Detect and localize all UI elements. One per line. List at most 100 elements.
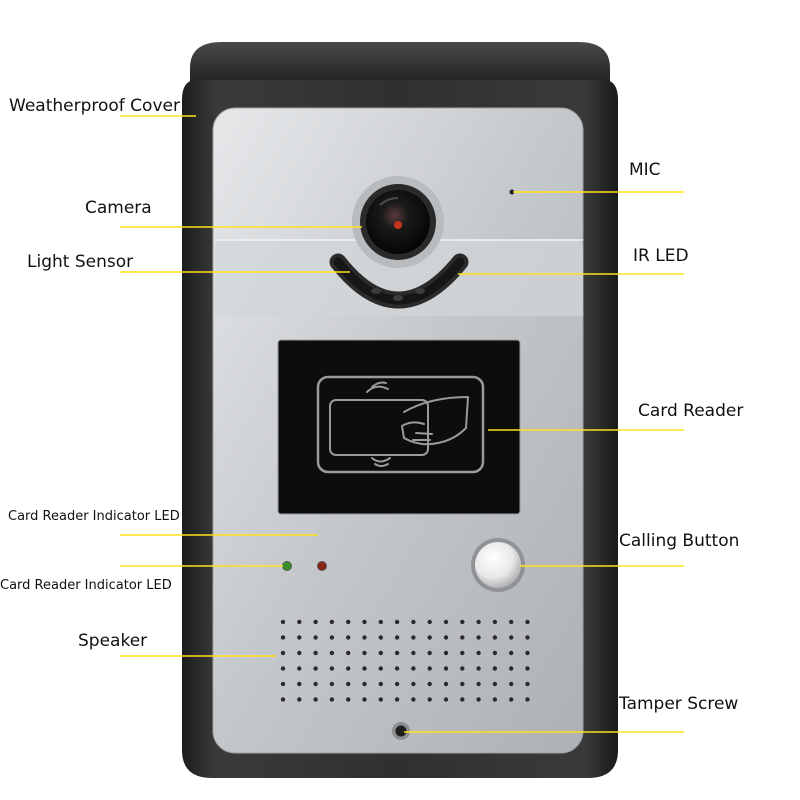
speaker-hole — [362, 681, 367, 687]
speaker-hole — [476, 650, 481, 656]
speaker-hole — [394, 635, 400, 640]
speaker-hole — [427, 650, 432, 656]
speaker-hole — [427, 635, 432, 640]
speaker-hole — [297, 666, 302, 671]
speaker-hole — [509, 635, 514, 640]
speaker-hole — [297, 635, 302, 640]
speaker-hole — [329, 650, 335, 656]
speaker-grille — [280, 619, 530, 702]
ir-led-arc — [329, 253, 469, 309]
speaker-hole — [313, 697, 318, 702]
speaker-hole — [313, 635, 318, 640]
speaker-hole — [476, 666, 481, 671]
speaker-hole — [411, 666, 416, 671]
speaker-hole — [297, 650, 302, 656]
speaker-hole — [346, 697, 351, 702]
speaker-hole — [492, 619, 498, 625]
label-card-reader-indicator-led-1: Card Reader Indicator LED — [8, 509, 180, 524]
speaker-hole — [525, 697, 530, 702]
speaker-hole — [427, 619, 432, 625]
speaker-hole — [313, 619, 318, 625]
speaker-hole — [476, 697, 481, 702]
speaker-hole — [443, 681, 449, 687]
speaker-hole — [443, 619, 449, 625]
speaker-hole — [297, 619, 302, 625]
speaker-hole — [394, 666, 400, 671]
speaker-hole — [280, 666, 286, 671]
speaker-hole — [313, 666, 318, 671]
speaker-hole — [411, 635, 416, 640]
speaker-hole — [509, 619, 514, 625]
speaker-hole — [492, 650, 498, 656]
speaker-hole — [313, 650, 318, 656]
speaker-hole — [509, 666, 514, 671]
speaker-hole — [525, 619, 530, 625]
speaker-hole — [476, 619, 481, 625]
speaker-hole — [297, 681, 302, 687]
speaker-hole — [280, 635, 286, 640]
indicator-led-red — [317, 561, 327, 571]
speaker-hole — [394, 650, 400, 656]
speaker-hole — [378, 635, 383, 640]
speaker-hole — [443, 697, 449, 702]
speaker-hole — [280, 619, 286, 625]
label-speaker: Speaker — [78, 631, 148, 651]
speaker-hole — [411, 650, 416, 656]
label-card-reader-indicator-led-2: Card Reader Indicator LED — [0, 578, 172, 593]
speaker-hole — [297, 697, 302, 702]
speaker-hole — [394, 619, 400, 625]
speaker-hole — [346, 666, 351, 671]
speaker-hole — [509, 697, 514, 702]
speaker-hole — [394, 681, 400, 687]
speaker-hole — [460, 650, 465, 656]
mic-hole — [509, 189, 515, 195]
indicator-led-green — [282, 561, 292, 571]
speaker-hole — [443, 635, 449, 640]
camera-lens — [352, 176, 444, 268]
label-calling-button: Calling Button — [619, 531, 740, 551]
speaker-hole — [362, 650, 367, 656]
speaker-hole — [378, 666, 383, 671]
speaker-hole — [411, 681, 416, 687]
speaker-hole — [329, 697, 335, 702]
speaker-hole — [378, 697, 383, 702]
label-mic: MIC — [629, 160, 661, 180]
speaker-hole — [411, 619, 416, 625]
label-weatherproof-cover: Weatherproof Cover — [9, 96, 180, 116]
speaker-hole — [346, 650, 351, 656]
speaker-hole — [443, 666, 449, 671]
speaker-hole — [346, 681, 351, 687]
speaker-hole — [280, 697, 286, 702]
speaker-hole — [509, 650, 514, 656]
speaker-hole — [329, 681, 335, 687]
speaker-hole — [427, 681, 432, 687]
calling-button[interactable] — [471, 538, 525, 592]
card-reader-window — [277, 339, 521, 515]
speaker-hole — [525, 666, 530, 671]
card-tap-icon — [329, 381, 469, 467]
speaker-hole — [378, 650, 383, 656]
label-ir-led: IR LED — [633, 246, 689, 266]
speaker-hole — [362, 619, 367, 625]
speaker-hole — [492, 681, 498, 687]
speaker-hole — [329, 635, 335, 640]
speaker-hole — [492, 697, 498, 702]
label-card-reader: Card Reader — [638, 401, 744, 421]
speaker-hole — [476, 681, 481, 687]
speaker-hole — [460, 635, 465, 640]
speaker-hole — [460, 681, 465, 687]
speaker-hole — [362, 635, 367, 640]
speaker-hole — [492, 635, 498, 640]
speaker-hole — [394, 697, 400, 702]
speaker-hole — [378, 681, 383, 687]
leader-lines — [120, 115, 684, 733]
speaker-hole — [525, 681, 530, 687]
speaker-hole — [313, 681, 318, 687]
speaker-hole — [443, 650, 449, 656]
speaker-hole — [362, 666, 367, 671]
speaker-hole — [329, 619, 335, 625]
speaker-hole — [280, 681, 286, 687]
speaker-hole — [525, 650, 530, 656]
speaker-hole — [427, 697, 432, 702]
speaker-hole — [476, 635, 481, 640]
